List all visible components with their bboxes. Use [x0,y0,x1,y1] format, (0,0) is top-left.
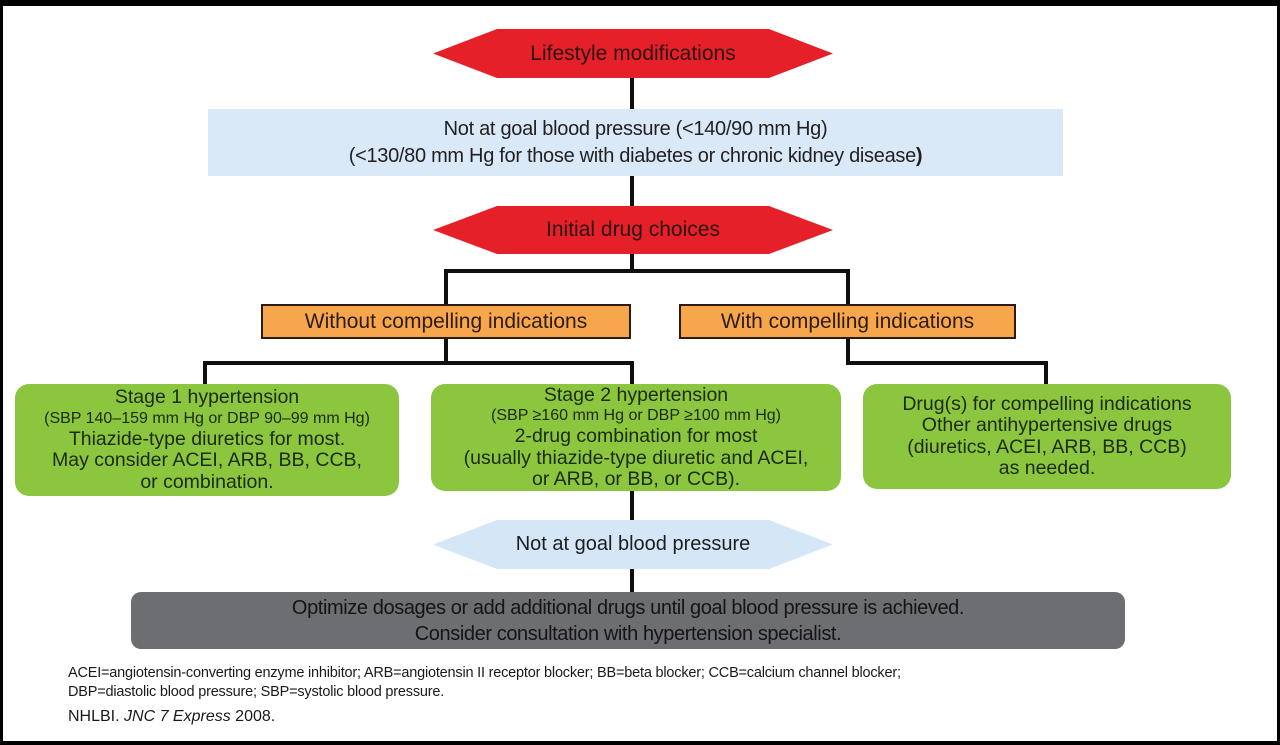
lifestyle-modifications-node: Lifestyle modifications [433,29,833,78]
optimize-line1: Optimize dosages or add additional drugs… [291,596,965,619]
compelling-line: Drug(s) for compelling indications [902,392,1192,415]
connector-line [203,361,207,385]
connector-line [846,361,1048,365]
connector-line [630,176,634,207]
connector-line [630,568,634,593]
stage2-line: or ARB, or BB, or CCB). [531,468,741,490]
connector-line [630,253,634,271]
not-at-goal-bp-box: Not at goal blood pressure (<140/90 mm H… [208,109,1063,176]
lifestyle-modifications-label: Lifestyle modifications [530,41,736,65]
without-compelling-indications-box: Without compelling indications [261,304,631,339]
abbreviation-footnote-line2: DBP=diastolic blood pressure; SBP=systol… [68,684,445,700]
compelling-line: (diuretics, ACEI, ARB, BB, CCB) [907,435,1187,458]
stage1-line: or combination. [140,470,274,493]
compelling-line: Other antihypertensive drugs [921,414,1173,436]
not-at-goal-line1: Not at goal blood pressure (<140/90 mm H… [443,117,828,140]
source-citation: NHLBI. JNC 7 Express 2008. [68,708,276,725]
stage1-title: Stage 1 hypertension [114,386,300,408]
compelling-line: as needed. [998,457,1096,479]
compelling-indications-drugs-box: Drug(s) for compelling indications Other… [863,384,1231,489]
connector-line [1044,361,1048,385]
stage1-hypertension-box: Stage 1 hypertension (SBP 140–159 mm Hg … [15,384,399,496]
not-at-goal-line2: (<130/80 mm Hg for those with diabetes o… [348,144,923,167]
connector-line [846,339,850,363]
not-at-goal-bp-label: Not at goal blood pressure [515,533,751,555]
connector-line [630,78,634,110]
connector-line [846,269,850,305]
with-compelling-indications-box: With compelling indications [679,304,1016,339]
stage2-line: 2-drug combination for most [514,425,758,447]
stage2-line: (usually thiazide-type diuretic and ACEI… [463,446,809,469]
stage2-hypertension-box: Stage 2 hypertension (SBP ≥160 mm Hg or … [431,384,841,491]
abbreviation-footnote-line1: ACEI=angiotensin-converting enzyme inhib… [68,665,901,681]
stage1-line: May consider ACEI, ARB, BB, CCB, [52,449,362,471]
connector-line [203,361,634,365]
connector-line [444,269,850,273]
with-compelling-indications-label: With compelling indications [720,309,975,333]
connector-line [444,339,448,363]
connector-line [444,269,448,305]
stage1-subtitle: (SBP 140–159 mm Hg or DBP 90–99 mm Hg) [44,409,370,427]
stage2-subtitle: (SBP ≥160 mm Hg or DBP ≥100 mm Hg) [491,407,781,424]
initial-drug-choices-node: Initial drug choices [433,206,833,254]
stage1-line: Thiazide-type diuretics for most. [68,427,346,450]
stage2-title: Stage 2 hypertension [543,383,729,406]
initial-drug-choices-label: Initial drug choices [546,218,720,241]
connector-line [630,361,634,385]
optimize-dosages-box: Optimize dosages or add additional drugs… [131,592,1125,649]
not-at-goal-bp-node: Not at goal blood pressure [433,520,833,569]
connector-line [630,491,634,521]
without-compelling-indications-label: Without compelling indications [304,309,588,333]
optimize-line2: Consider consultation with hypertension … [414,622,842,645]
